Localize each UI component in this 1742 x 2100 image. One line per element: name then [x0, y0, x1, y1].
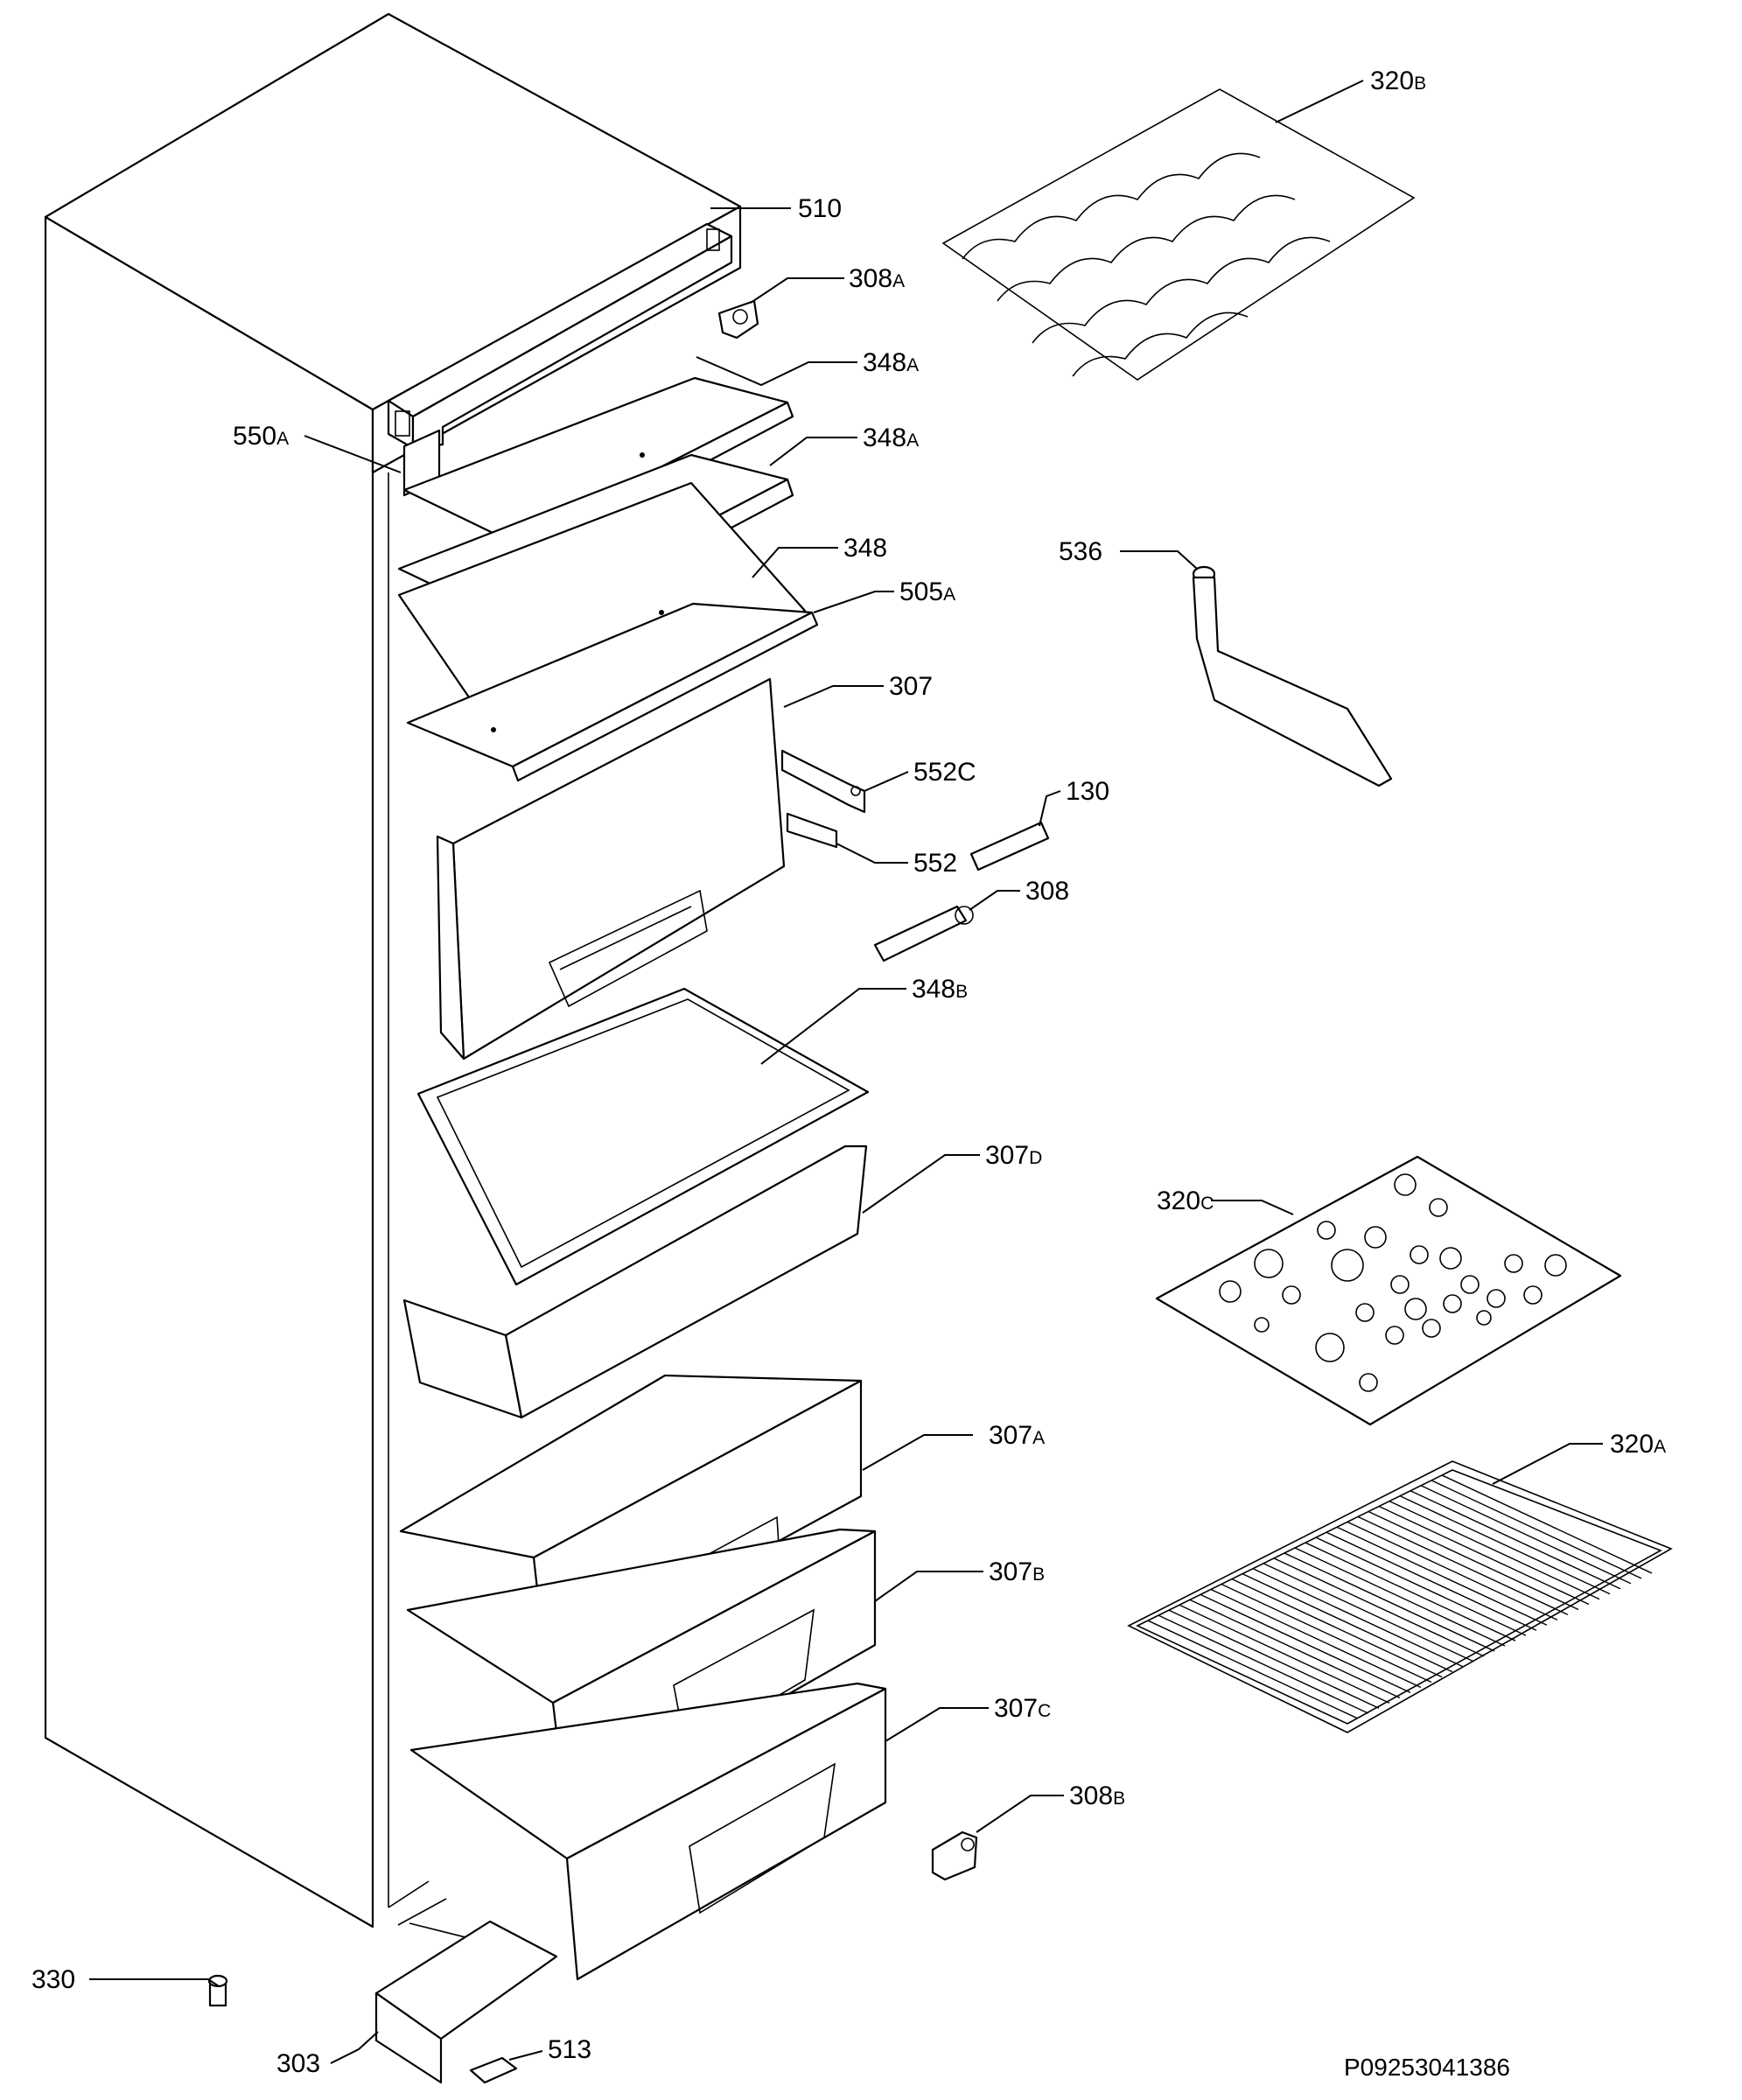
part-303-plinth[interactable] — [374, 1920, 558, 2084]
part-505a-shelf[interactable] — [406, 602, 819, 782]
wire-rod — [1389, 1500, 1600, 1600]
wire-rod — [1189, 1599, 1401, 1698]
label-307d: 307D — [985, 1141, 1042, 1170]
part-labels: 320B 510 308A 348A 550A 348A 348 536 505… — [31, 66, 1666, 2081]
part-510-control-panel[interactable] — [387, 222, 733, 450]
wire-rod — [1231, 1578, 1443, 1678]
part-536-divider[interactable] — [1192, 565, 1393, 788]
label-348b: 348B — [912, 975, 968, 1004]
label-552c: 552C — [913, 758, 976, 787]
part-552c-rail[interactable] — [780, 749, 866, 814]
wire-rod — [1252, 1568, 1464, 1668]
label-510: 510 — [798, 194, 842, 223]
part-130[interactable] — [969, 821, 1050, 872]
label-308a: 308A — [849, 264, 905, 293]
label-348a-2: 348A — [863, 424, 919, 452]
wire-rod — [1336, 1526, 1548, 1626]
part-307c-drawer[interactable] — [409, 1682, 887, 1981]
label-320c: 320C — [1157, 1186, 1214, 1215]
wire-rod — [1284, 1552, 1495, 1652]
label-550a: 550A — [233, 422, 289, 451]
label-513: 513 — [548, 2035, 591, 2064]
wire-rod — [1294, 1547, 1506, 1647]
part-307d-drawer[interactable] — [402, 1144, 868, 1419]
part-320b-wine-rack[interactable] — [941, 88, 1416, 381]
part-320a-wire-shelf[interactable] — [1127, 1460, 1673, 1733]
leader-lines — [89, 80, 1603, 2064]
label-505a: 505A — [899, 578, 955, 606]
label-348: 348 — [843, 534, 887, 563]
part-320c-perforated-shelf[interactable] — [1155, 1155, 1622, 1426]
part-307-compartment[interactable] — [436, 677, 786, 1060]
label-552: 552 — [913, 849, 957, 878]
wire-rod — [1347, 1521, 1558, 1620]
wire-rod — [1420, 1485, 1632, 1585]
wire-rod — [1147, 1620, 1359, 1719]
wire-rod — [1273, 1558, 1485, 1657]
label-307c: 307C — [994, 1694, 1051, 1723]
wire-rod — [1378, 1505, 1590, 1606]
wire-rod — [1168, 1609, 1380, 1709]
wire-rod — [1441, 1474, 1653, 1574]
part-330-foot[interactable] — [207, 1974, 228, 2007]
part-513-clip[interactable] — [469, 2056, 518, 2084]
wire-rod — [1410, 1490, 1621, 1590]
part-308a-hinge[interactable] — [717, 299, 759, 340]
label-308: 308 — [1025, 877, 1069, 906]
label-330: 330 — [31, 1965, 75, 1994]
wire-rod — [1221, 1583, 1432, 1684]
wire-rod — [1210, 1588, 1422, 1689]
label-303: 303 — [276, 2049, 320, 2078]
label-307a: 307A — [989, 1421, 1045, 1450]
label-536: 536 — [1059, 537, 1102, 566]
wire-rod — [1305, 1542, 1516, 1642]
wire-rod — [1399, 1495, 1611, 1595]
part-348b-shelf[interactable] — [416, 987, 870, 1286]
label-307b: 307B — [989, 1558, 1045, 1586]
wire-rod — [1263, 1563, 1474, 1662]
wire-rod — [1326, 1531, 1537, 1631]
part-552-rail[interactable] — [786, 812, 838, 849]
label-307: 307 — [889, 672, 933, 701]
label-320a: 320A — [1610, 1430, 1666, 1459]
wire-rod — [1242, 1573, 1453, 1673]
wire-rod — [1431, 1480, 1642, 1579]
label-308b: 308B — [1069, 1782, 1125, 1810]
label-348a-1: 348A — [863, 348, 919, 377]
label-320b: 320B — [1370, 66, 1426, 95]
wire-rod — [1179, 1604, 1390, 1704]
wire-rod — [1315, 1536, 1527, 1636]
part-308-hinge[interactable] — [873, 905, 974, 962]
wire-rod — [1357, 1516, 1569, 1616]
label-130: 130 — [1066, 777, 1109, 806]
wire-rod — [1200, 1593, 1411, 1694]
reference-code: P09253041386 — [1344, 2054, 1510, 2081]
wire-rod — [1158, 1614, 1369, 1714]
part-308b-hinge[interactable] — [931, 1830, 978, 1881]
wire-rod — [1368, 1510, 1579, 1611]
